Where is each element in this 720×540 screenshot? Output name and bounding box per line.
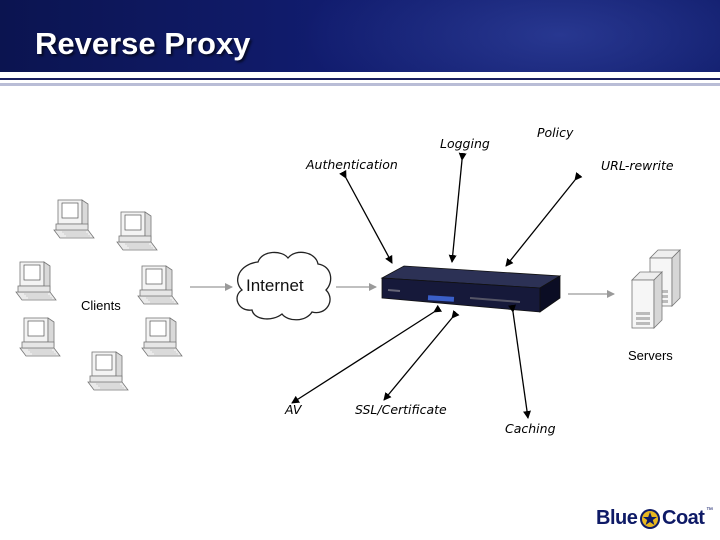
client-computers (15, 199, 183, 391)
logging-label: Logging (440, 136, 490, 151)
authentication-arrow (339, 169, 393, 264)
proxy-appliance-icon (380, 265, 562, 313)
av-label: AV (285, 402, 302, 417)
slide-title: Reverse Proxy (35, 26, 251, 61)
authentication-label: Authentication (306, 157, 398, 172)
client-computer-icon (15, 261, 57, 301)
client-computer-icon (141, 317, 183, 357)
client-computer-icon (137, 265, 179, 305)
client-computer-icon (87, 351, 129, 391)
title-divider-light (0, 83, 720, 86)
logo-word-coat: Coat (662, 507, 705, 529)
ssl-certificate-label: SSL/Certificate (355, 402, 447, 417)
internet-label: Internet (246, 276, 304, 295)
server-icon (631, 271, 663, 329)
client-computer-icon (116, 211, 158, 251)
servers-label: Servers (628, 348, 673, 363)
client-computer-icon (53, 199, 95, 239)
url-rewrite-arrow (505, 172, 583, 267)
title-bar: Reverse Proxy (0, 0, 720, 72)
trademark-mark: ™ (706, 507, 713, 514)
logo-word-blue: Blue (596, 507, 638, 529)
client-computer-icon (19, 317, 61, 357)
policy-label: Policy (537, 125, 574, 140)
caching-label: Caching (505, 421, 556, 436)
logging-arrow (448, 152, 467, 263)
title-bar-highlight (300, 0, 720, 72)
blue-coat-logo: Blue Coat ™ (596, 507, 713, 531)
caching-arrow (508, 304, 531, 419)
servers-group (631, 249, 681, 329)
title-divider-dark (0, 78, 720, 80)
ssl-certificate-arrow (383, 310, 460, 401)
logo-badge-icon (640, 509, 660, 529)
av-arrow (291, 304, 443, 404)
url-rewrite-label: URL-rewrite (601, 158, 674, 173)
clients-label: Clients (81, 298, 121, 313)
